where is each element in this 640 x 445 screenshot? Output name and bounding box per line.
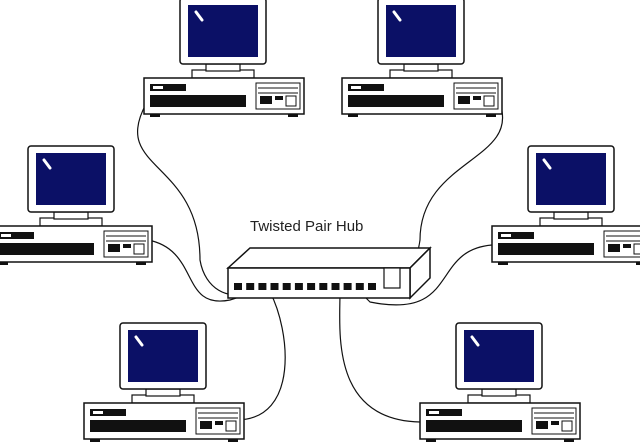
cable-bottom-left [235, 291, 286, 421]
hub-port [368, 283, 376, 290]
cable-middle-left [147, 239, 256, 302]
hub-port [270, 283, 279, 290]
computer-top-right [340, 0, 504, 119]
computer-bottom-left [82, 321, 246, 444]
computer-icon [82, 321, 246, 444]
hub-ports [234, 283, 376, 290]
hub-port [246, 283, 255, 290]
computer-bottom-right [418, 321, 582, 444]
hub-port [343, 283, 352, 290]
hub-port [331, 283, 340, 290]
computer-icon [418, 321, 582, 444]
hub-port [258, 283, 267, 290]
hub-port [307, 283, 316, 290]
hub-label: Twisted Pair Hub [250, 218, 363, 235]
computer-middle-right [490, 144, 640, 267]
computer-icon [142, 0, 306, 119]
cable-top-left [136, 103, 246, 296]
computer-icon [490, 144, 640, 267]
cable-middle-right [359, 244, 493, 306]
computer-middle-left [0, 144, 154, 267]
cable-bottom-right [339, 291, 421, 423]
hub-port [355, 283, 364, 290]
computer-icon [340, 0, 504, 119]
hub-port [234, 283, 242, 290]
hub-icon [226, 246, 432, 300]
computer-top-left [142, 0, 306, 119]
computer-icon [0, 144, 154, 267]
hub-port [282, 283, 291, 290]
hub-port [294, 283, 303, 290]
hub-power-indicator [383, 267, 401, 289]
hub-port [319, 283, 328, 290]
